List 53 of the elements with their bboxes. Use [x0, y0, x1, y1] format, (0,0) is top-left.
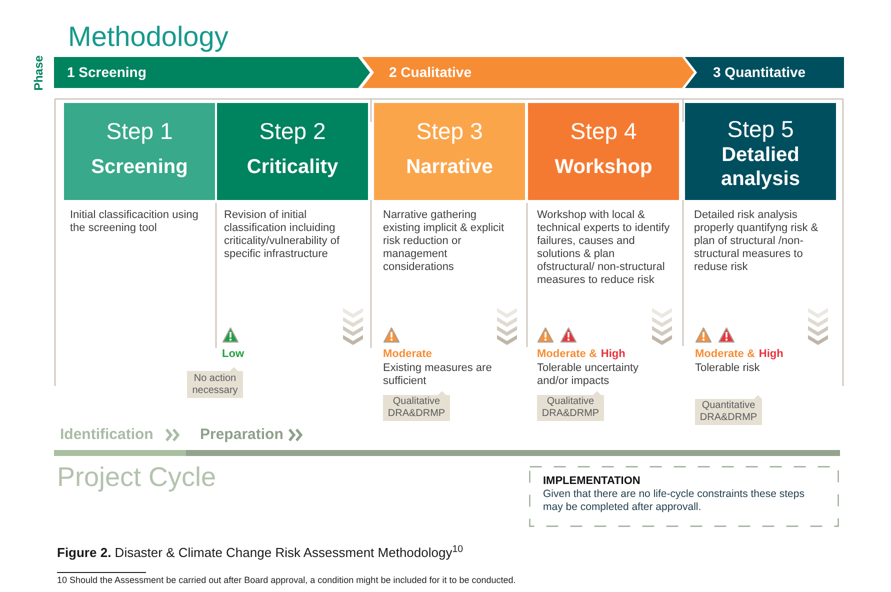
callout-box [187, 367, 243, 398]
step-number: Step 5 [727, 115, 794, 143]
cycle-stage-label: Identification [60, 426, 154, 444]
phase-title: 2 Cualitative [389, 64, 472, 81]
step-number: Step 3 [416, 117, 483, 145]
phase-axis-label: Phase [32, 55, 46, 91]
callout-box [695, 395, 762, 425]
diagram-title: Methodology [68, 21, 228, 53]
step-number: Step 1 [106, 117, 173, 145]
risk-note: Tolerable risk [695, 362, 760, 375]
risk-level: Moderate [383, 347, 432, 361]
risk-level: High [758, 347, 784, 361]
callout-text: Quantitative DRA&DRMP [698, 400, 758, 424]
figure-caption: Figure 2. Disaster & Climate Change Risk Assessment Methodology$^{10}$ [57, 545, 464, 561]
cycle-stage-label: Preparation [200, 426, 284, 444]
step-title: Workshop [554, 155, 654, 179]
step-title: Narrative [405, 155, 494, 179]
step-description: Initial classificacition using the screening tool [70, 209, 200, 235]
dashed-note-box [529, 466, 839, 527]
note-heading: IMPLEMENTATION [543, 474, 642, 488]
step-description: Detailed risk analysis properly quantifyng risk & plan of structural /non-structural measures to reduse risk [694, 209, 820, 274]
step-description: Workshop with local & technical experts to identify failures, causes and solutions & plan ofstructural/ non-structural measures to reduce risk [537, 209, 671, 287]
step-box [64, 103, 215, 200]
risk-level: Low [222, 347, 244, 361]
step-number: Step 4 [570, 117, 637, 145]
step-box [685, 103, 836, 200]
phase-banner [362, 57, 694, 88]
risk-level: Moderate & [537, 347, 597, 361]
callout-text: Qualitative DRA&DRMP [386, 396, 446, 420]
step-title: Criticality [246, 155, 340, 179]
phase-banner [54, 57, 370, 88]
step-number: Step 2 [259, 117, 326, 145]
callout-text: No action necessary [191, 372, 239, 396]
phase-title: 1 Screening [67, 64, 146, 81]
step-description: Revision of initial classification incluiding criticality/vulnerability of specific infrastructure [224, 209, 341, 261]
step-title: Detalied analysis [720, 143, 801, 191]
risk-note: Existing measures are sufficient [383, 362, 493, 388]
step-box [528, 103, 679, 200]
callout-box [537, 391, 604, 421]
phase-banner [685, 57, 844, 88]
callout-box [383, 391, 450, 421]
footnote: 10 Should the Assessment be carried out after Board approval, a condition might be included for it to be conducted. [57, 575, 516, 586]
step-description: Narrative gathering existing implicit & explicit risk reduction or management considerations [383, 209, 506, 274]
step-title: Screening [90, 155, 189, 179]
risk-note: Tolerable uncertainty and/or impacts [537, 362, 640, 388]
section-heading: Project Cycle [57, 462, 216, 492]
phase-title: 3 Quantitative [713, 64, 806, 81]
step-box [217, 103, 368, 200]
step-box [374, 103, 525, 200]
callout-text: Qualitative DRA&DRMP [540, 396, 600, 420]
risk-level: Moderate & [695, 347, 755, 361]
risk-level: High [600, 347, 626, 361]
note-text: Given that there are no life-cycle constraints these steps may be completed after approvall. [543, 488, 806, 514]
